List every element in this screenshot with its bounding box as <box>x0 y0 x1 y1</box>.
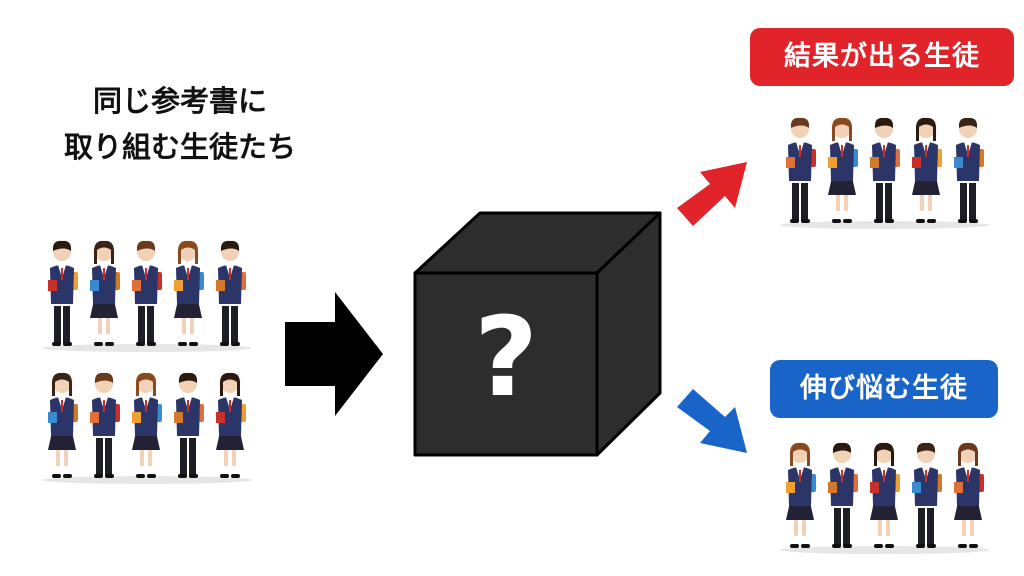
student-figure <box>48 240 78 346</box>
student-figure <box>786 117 816 223</box>
student-figure <box>132 372 162 478</box>
left-title: 同じ参考書に 取り組む生徒たち <box>30 78 330 170</box>
student-figure <box>48 372 78 478</box>
student-figure <box>954 442 984 548</box>
student-figure <box>828 117 858 223</box>
student-figure <box>912 117 942 223</box>
student-figure <box>132 240 162 346</box>
left-title-line2: 取り組む生徒たち <box>63 130 296 164</box>
student-figure <box>954 117 984 223</box>
struggle-label: 伸び悩む生徒 <box>770 360 998 418</box>
student-figure <box>870 442 900 548</box>
student-group-left-top <box>42 240 252 352</box>
student-figure <box>90 240 120 346</box>
student-figure <box>912 442 942 548</box>
student-group-right-bottom <box>780 442 990 554</box>
student-figure <box>174 240 204 346</box>
student-figure <box>870 117 900 223</box>
left-title-line1: 同じ参考書に <box>92 84 267 118</box>
student-figure <box>216 240 246 346</box>
student-figure <box>174 372 204 478</box>
arrow-right-icon <box>285 292 383 416</box>
arrow-up-right-icon <box>677 162 747 226</box>
student-figure <box>828 442 858 548</box>
student-group-right-top <box>780 117 990 229</box>
student-figure <box>786 442 816 548</box>
black-box-cube: ? <box>413 211 662 457</box>
student-figure <box>90 372 120 478</box>
success-label: 結果が出る生徒 <box>750 28 1014 86</box>
arrow-down-right-icon <box>677 389 747 453</box>
student-figure <box>216 372 246 478</box>
student-group-left-bottom <box>42 372 252 484</box>
question-mark-icon: ? <box>474 293 538 421</box>
